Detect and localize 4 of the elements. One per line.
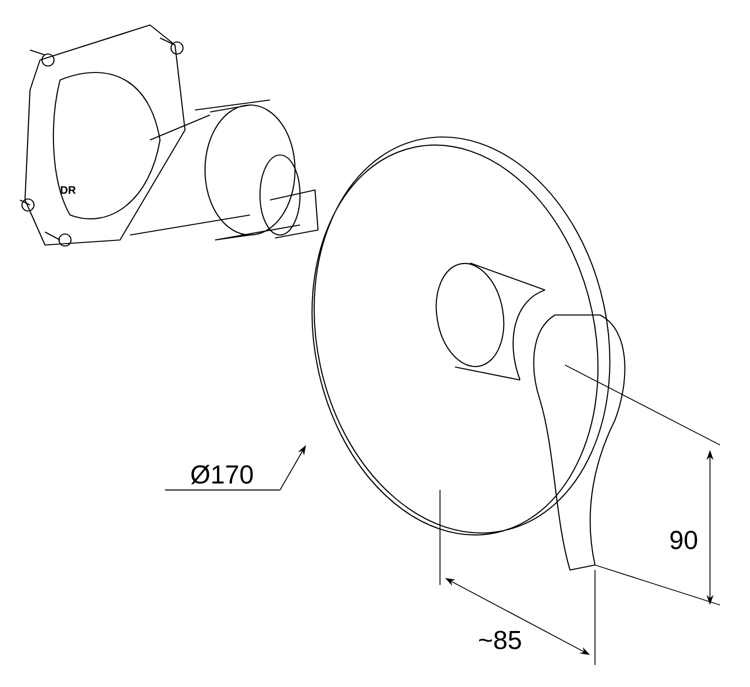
part-marking: DR bbox=[60, 186, 76, 194]
dimension-label: 90 bbox=[670, 530, 698, 550]
dimension-label: Ø170 bbox=[191, 464, 253, 484]
dimension-label: ~85 bbox=[479, 630, 521, 650]
